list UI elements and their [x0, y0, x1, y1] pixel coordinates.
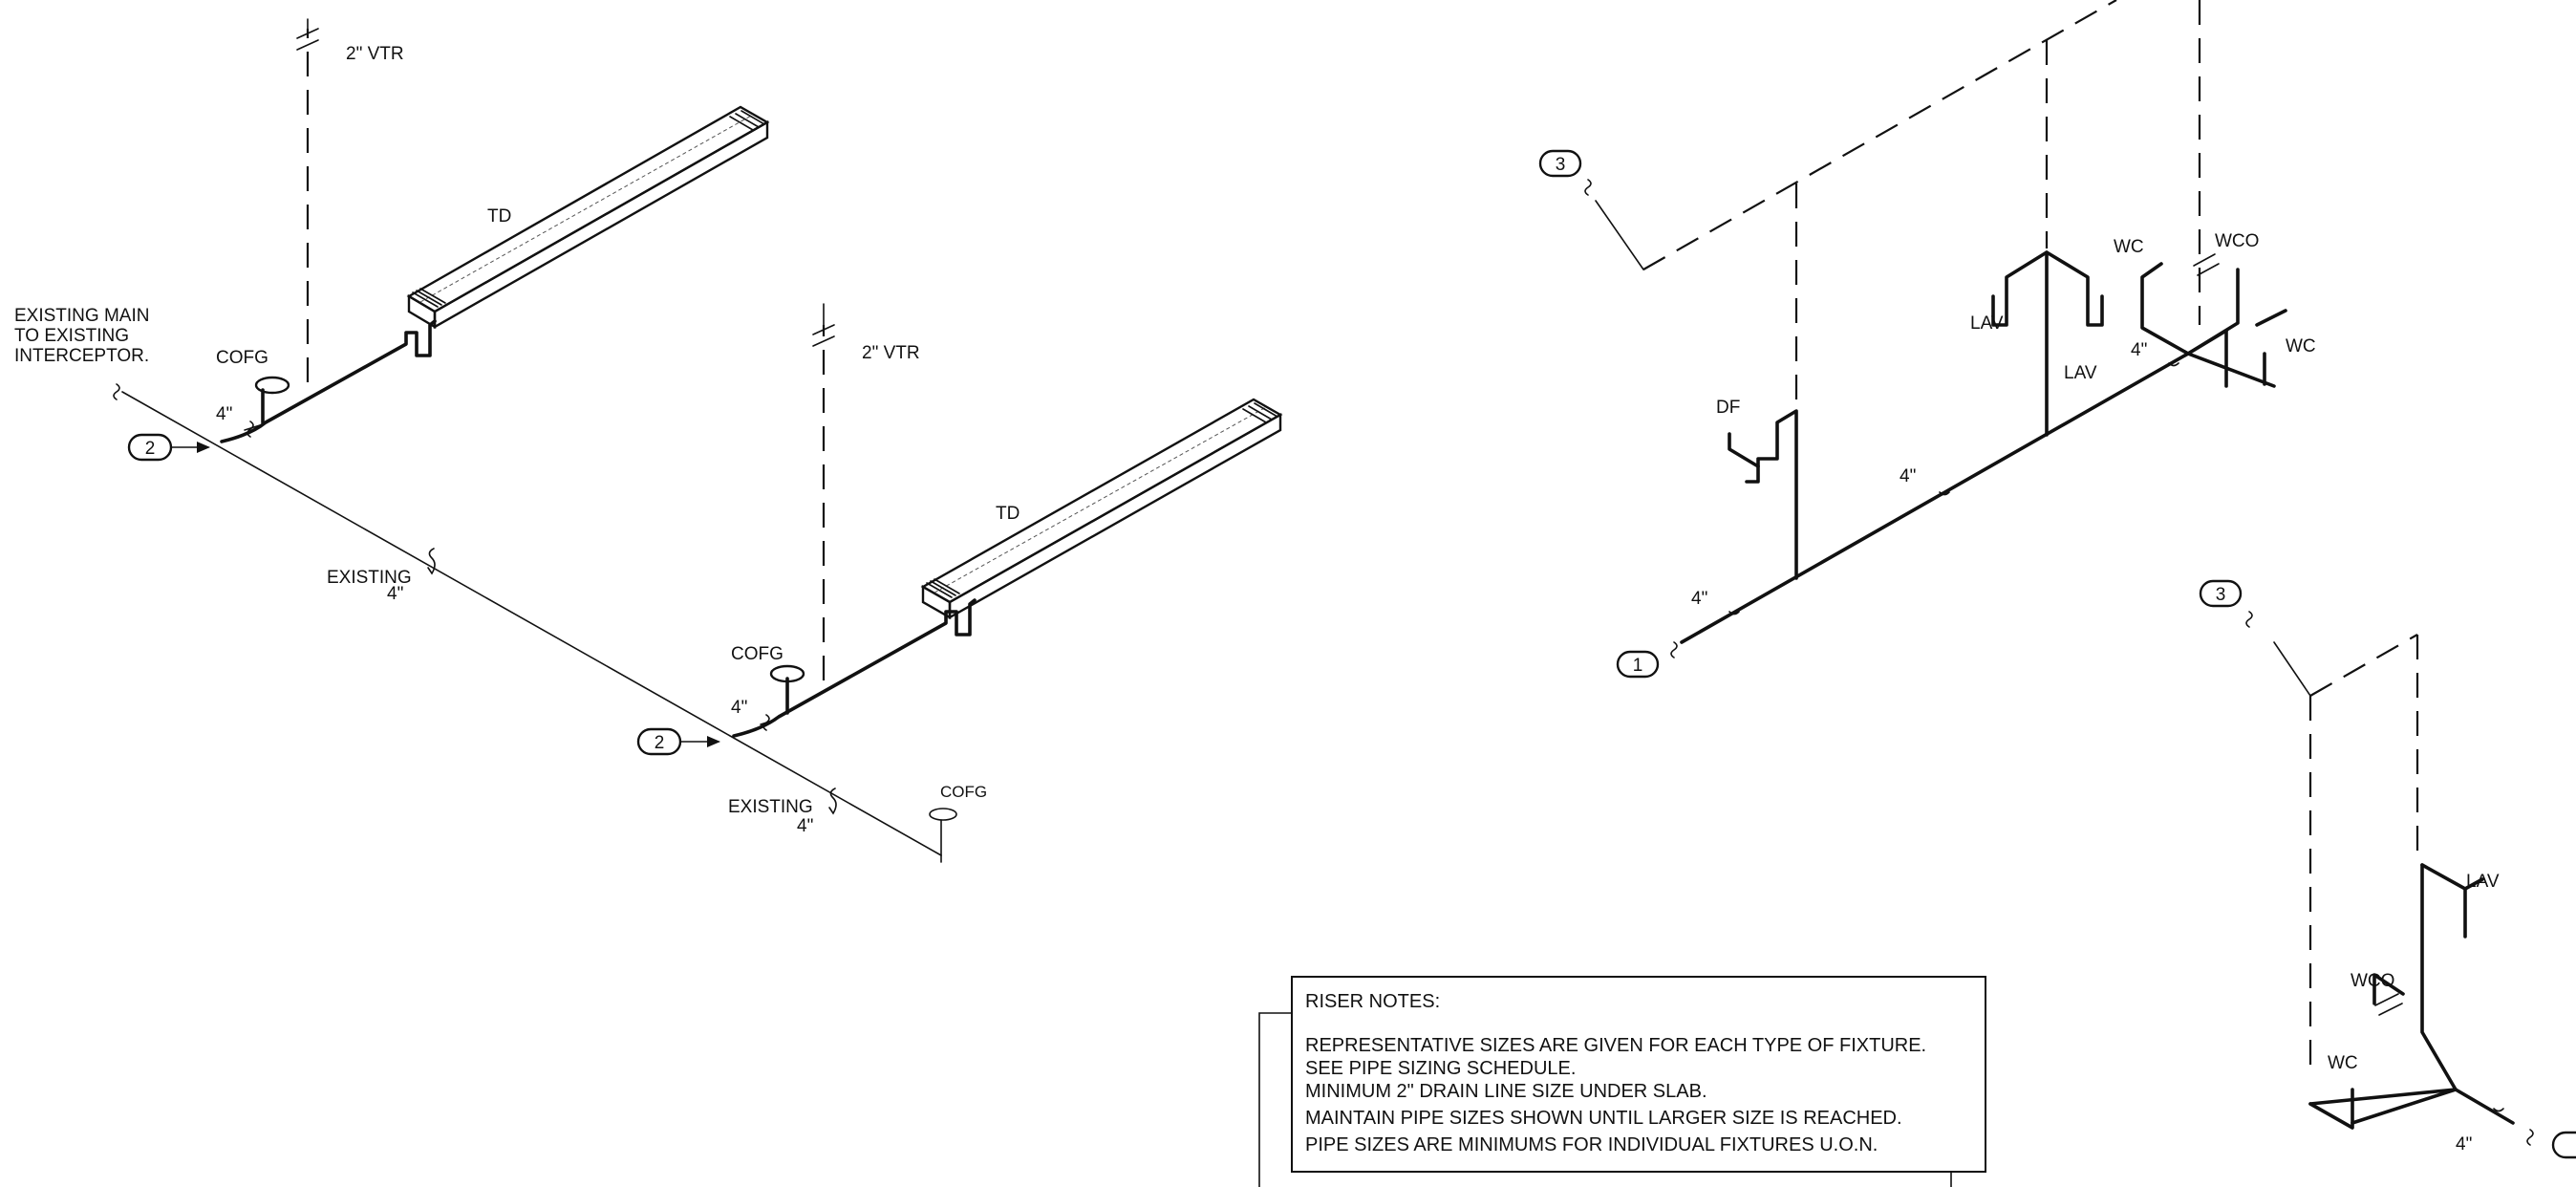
callout-bubble-partial: [2551, 1131, 2576, 1159]
existing-main-label: EXISTING MAIN TO EXISTING INTERCEPTOR.: [14, 306, 149, 366]
svg-text:2: 2: [655, 733, 665, 753]
vent-pipe-2: [812, 303, 835, 680]
wco-label-1: WCO: [2215, 231, 2259, 251]
riser-note-2: SEE PIPE SIZING SCHEDULE.: [1305, 1058, 1576, 1079]
callout-bubble-2b: 2: [636, 727, 720, 756]
td-label-1: TD: [487, 206, 511, 227]
svg-text:3: 3: [1556, 155, 1566, 175]
lavatory-fixture-upper: [1991, 250, 2104, 437]
callout-bubble-3b: 3: [2199, 579, 2311, 697]
existing-main-pipe: [113, 383, 942, 863]
wc-label-2: WC: [2286, 336, 2316, 356]
wco-label-2: WCO: [2351, 971, 2394, 991]
vent-pipe-1: [296, 18, 319, 382]
drinking-fountain-fixture: [1728, 409, 1798, 580]
lav-label-2: LAV: [2064, 363, 2097, 383]
branch-pipe-1: [220, 319, 437, 443]
riser-note-4: MAINTAIN PIPE SIZES SHOWN UNTIL LARGER S…: [1305, 1108, 1902, 1129]
callout-bubble-1: 1: [1616, 650, 1660, 679]
existing-label-2: EXISTING: [728, 797, 813, 817]
callout-bubble-3a: 3: [1538, 149, 1644, 270]
svg-text:TO EXISTING: TO EXISTING: [14, 326, 129, 346]
size-label-4in-1: 4": [216, 404, 232, 424]
wc-label-1: WC: [2114, 237, 2144, 257]
size-label-4in-8: 4": [2456, 1134, 2472, 1155]
size-label-4in-3: 4": [731, 698, 747, 718]
riser-notes-title: RISER NOTES:: [1305, 991, 1440, 1012]
size-label-4in-5: 4": [2131, 340, 2147, 360]
df-label: DF: [1716, 398, 1740, 418]
sanitary-main-1: [1670, 329, 2276, 658]
svg-text:3: 3: [2216, 585, 2226, 605]
cofg-label-1: COFG: [216, 348, 268, 368]
size-label-4in-6: 4": [1691, 589, 1707, 609]
riser-note-3: MINIMUM 2" DRAIN LINE SIZE UNDER SLAB.: [1305, 1081, 1707, 1102]
cofg-label-2: COFG: [731, 644, 784, 664]
vtr-label-1: 2" VTR: [346, 44, 404, 64]
sanitary-main-lower: [2308, 863, 2534, 1146]
riser-notes-panel: RISER NOTES: REPRESENTATIVE SIZES ARE GI…: [1258, 976, 1986, 1187]
vent-dashed-lower: [2308, 634, 2419, 1075]
riser-note-1: REPRESENTATIVE SIZES ARE GIVEN FOR EACH …: [1305, 1035, 1926, 1056]
vent-header-dashed: [1642, 0, 2201, 401]
wc-label-3: WC: [2328, 1053, 2358, 1073]
trench-drain-2: [920, 398, 1283, 620]
lav-label-3: LAV: [2466, 872, 2500, 892]
existing-label-1: EXISTING: [327, 568, 412, 588]
svg-text:INTERCEPTOR.: INTERCEPTOR.: [14, 346, 149, 366]
callout-bubble-2a: 2: [127, 433, 210, 462]
td-label-2: TD: [996, 504, 1020, 524]
existing-size-marker-a: [427, 548, 436, 575]
cleanout-floor-grade-3: [929, 808, 957, 856]
svg-text:1: 1: [1633, 656, 1643, 676]
size-marker-main-1: [1728, 362, 2179, 615]
water-closet-fixture-upper: [2140, 253, 2287, 388]
svg-text:2: 2: [145, 439, 156, 459]
svg-text:EXISTING MAIN: EXISTING MAIN: [14, 306, 149, 326]
size-label-4in-7: 4": [1900, 466, 1916, 486]
lav-label-1: LAV: [1970, 313, 2004, 334]
cofg-label-3: COFG: [940, 783, 987, 801]
riser-note-5: PIPE SIZES ARE MINIMUMS FOR INDIVIDUAL F…: [1305, 1134, 1878, 1155]
size-label-4in-4: 4": [797, 816, 813, 836]
vtr-label-2: 2" VTR: [862, 343, 920, 363]
trench-drain-1: [406, 105, 770, 330]
branch-pipe-2: [732, 598, 977, 738]
existing-size-marker-b: [828, 788, 837, 815]
size-label-4in-2: 4": [387, 584, 403, 604]
